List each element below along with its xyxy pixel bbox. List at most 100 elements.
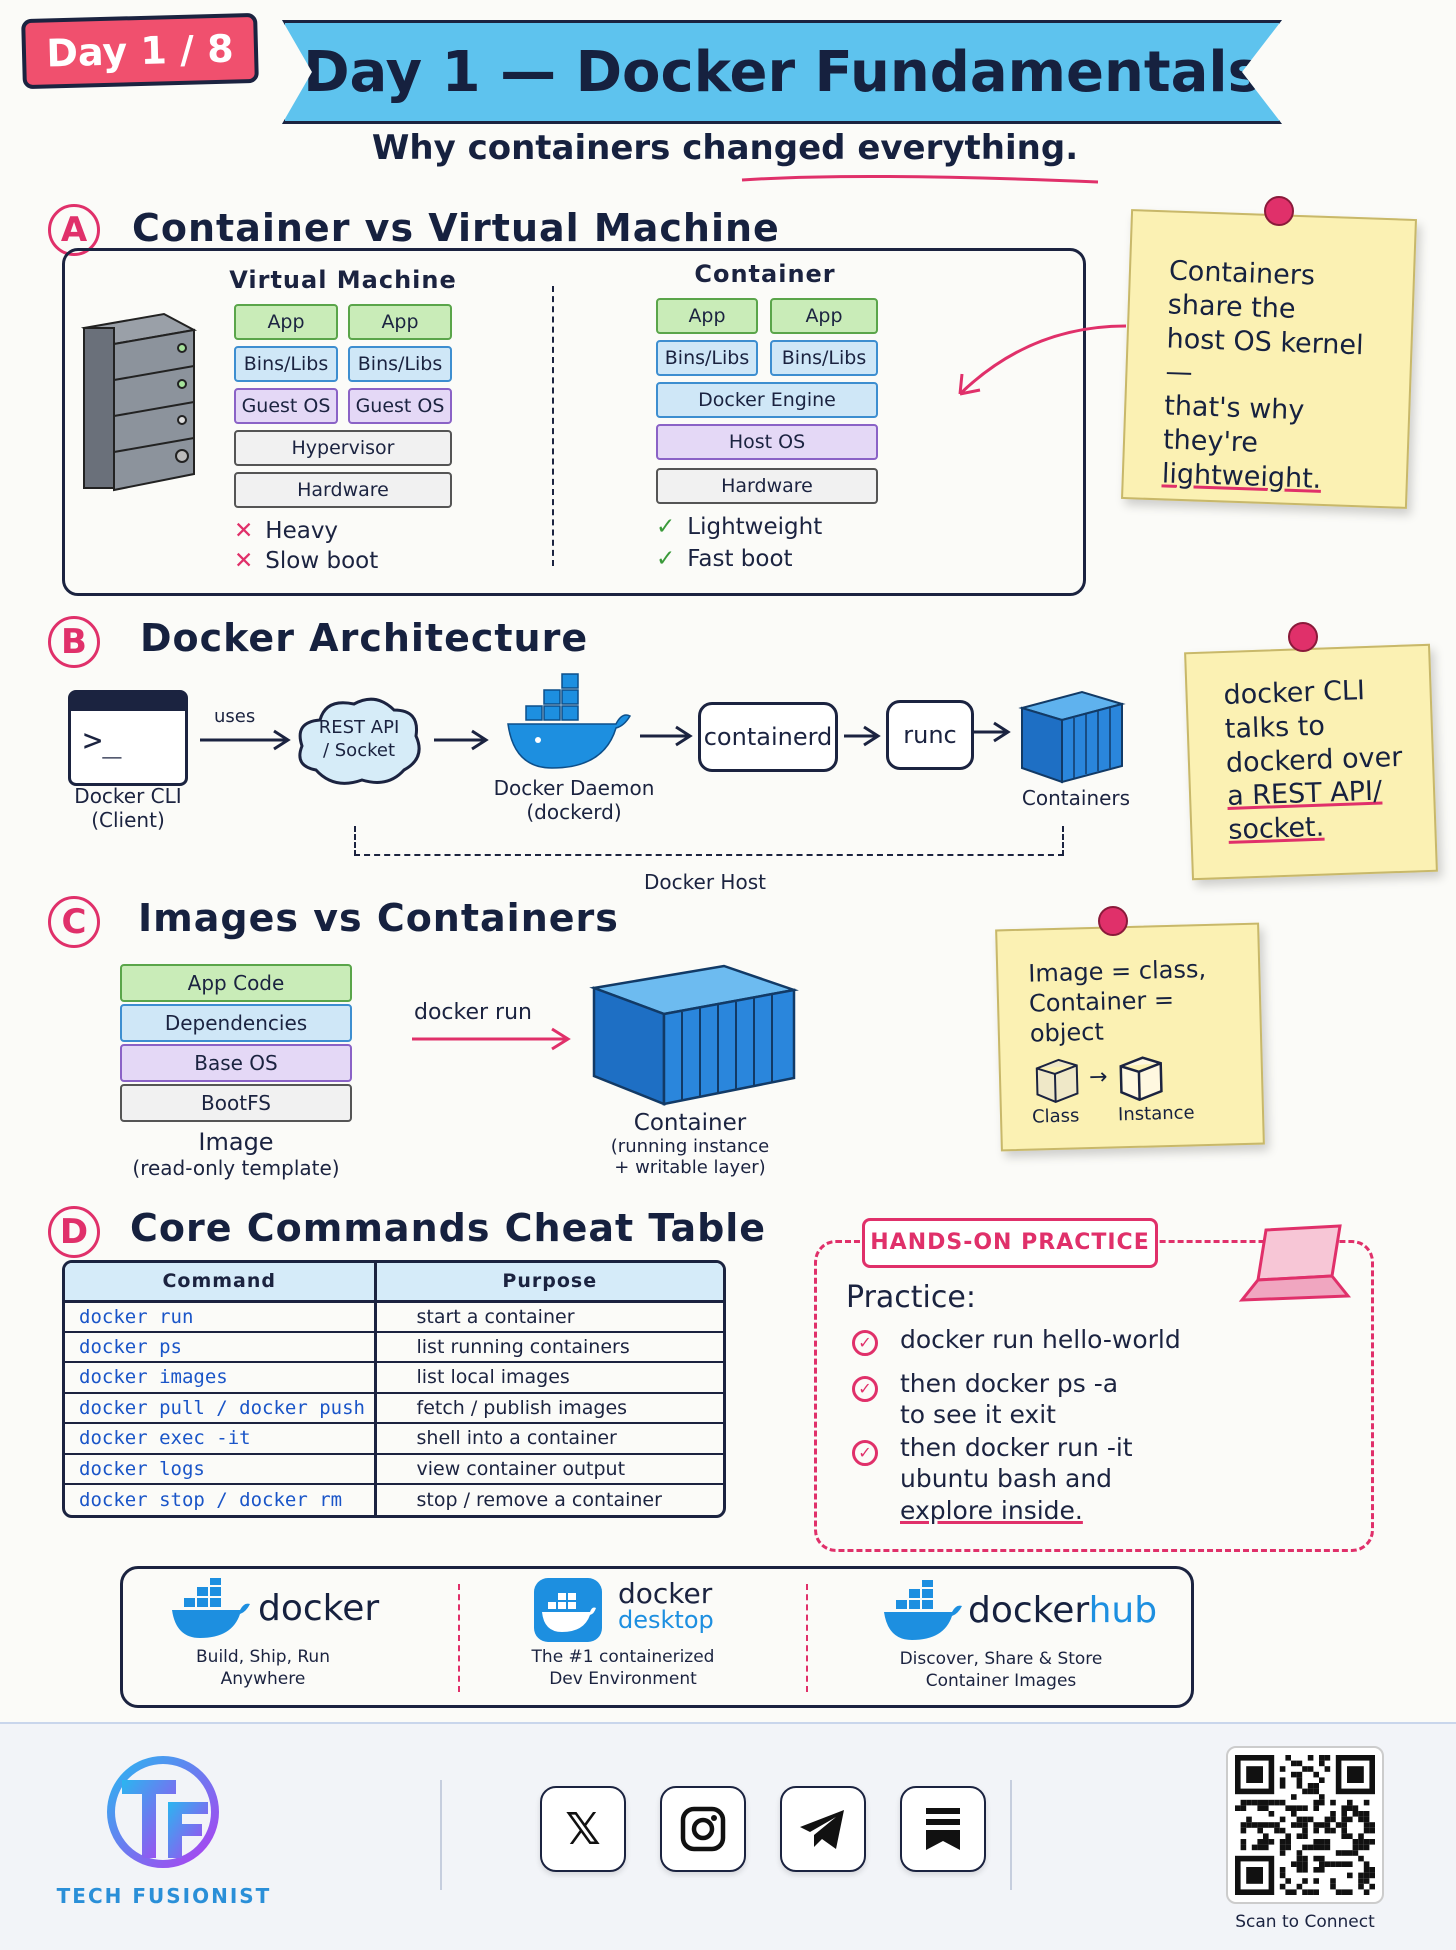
practice-title: Practice: bbox=[846, 1280, 976, 1315]
sticky-note-cli: docker CLI talks to dockerd over a REST … bbox=[1184, 643, 1438, 881]
practice-item: then docker ps -a to see it exit bbox=[900, 1369, 1119, 1430]
section-b-title: Docker Architecture bbox=[140, 616, 589, 660]
x-mark-icon: ✕ bbox=[234, 548, 254, 574]
vm-label: Virtual Machine bbox=[229, 266, 457, 294]
purpose-cell: list running containers bbox=[375, 1331, 723, 1363]
purpose-cell: list local images bbox=[375, 1362, 723, 1394]
vm-guest-os-layer: Guest OS bbox=[234, 388, 338, 424]
daemon-caption: Docker Daemon(dockerd) bbox=[493, 776, 655, 824]
docker-hub-wordmark: dockerhub bbox=[968, 1590, 1158, 1631]
server-icon bbox=[80, 312, 198, 492]
ctr-engine-layer: Docker Engine bbox=[656, 382, 878, 418]
command-cell: docker run bbox=[65, 1301, 377, 1333]
runc-node: runc bbox=[886, 700, 974, 770]
pushpin-icon bbox=[1288, 622, 1318, 652]
page-title: Day 1 — Docker Fundamentals bbox=[282, 20, 1282, 124]
purpose-cell: shell into a container bbox=[375, 1423, 723, 1455]
docker-logo-icon bbox=[172, 1578, 250, 1638]
section-d-badge: D bbox=[48, 1206, 100, 1258]
vm-vs-container-panel bbox=[62, 248, 1086, 596]
image-layer: Dependencies bbox=[120, 1004, 352, 1042]
arrow-right bbox=[412, 1027, 571, 1051]
practice-item: then docker run -it ubuntu bash and expl… bbox=[900, 1433, 1133, 1525]
section-d-title: Core Commands Cheat Table bbox=[130, 1206, 767, 1250]
subtitle-underline bbox=[741, 174, 1099, 184]
arrow-right bbox=[844, 725, 881, 747]
class-cube-icon bbox=[1035, 1058, 1079, 1104]
day-badge: Day 1 / 8 bbox=[21, 12, 259, 90]
purpose-cell: view container output bbox=[375, 1453, 723, 1485]
x-icon: 𝕏 bbox=[565, 1803, 601, 1855]
section-c-title: Images vs Containers bbox=[138, 896, 619, 940]
containerd-node: containerd bbox=[698, 702, 838, 772]
arrow-icon: → bbox=[1088, 1064, 1108, 1091]
ctr-bins-layer: Bins/Libs bbox=[770, 340, 878, 376]
command-cell: docker stop / docker rm bbox=[65, 1484, 377, 1515]
command-cell: docker images bbox=[65, 1362, 377, 1394]
docker-desktop-wordmark: docker desktop bbox=[618, 1577, 714, 1634]
substack-button[interactable] bbox=[900, 1786, 986, 1872]
ctr-pro-fast: ✓Fast boot bbox=[656, 546, 793, 572]
brand-logo-icon bbox=[107, 1756, 219, 1868]
vm-bins-layer: Bins/Libs bbox=[234, 346, 338, 382]
docker-run-label: docker run bbox=[414, 1000, 532, 1025]
purpose-cell: start a container bbox=[375, 1301, 723, 1333]
docker-products-panel bbox=[120, 1566, 1194, 1708]
divider bbox=[440, 1780, 442, 1890]
command-cell: docker logs bbox=[65, 1453, 377, 1485]
ctr-hardware-layer: Hardware bbox=[656, 468, 878, 504]
telegram-icon bbox=[800, 1810, 844, 1849]
purpose-cell: stop / remove a container bbox=[416, 1488, 662, 1511]
docker-hub-logo-icon bbox=[884, 1580, 962, 1640]
purpose-cell: fetch / publish images bbox=[375, 1392, 723, 1424]
command-cell: docker pull / docker push bbox=[65, 1392, 377, 1424]
curved-arrow bbox=[958, 324, 1127, 396]
ctr-bins-layer: Bins/Libs bbox=[656, 340, 758, 376]
command-cell: docker ps bbox=[65, 1331, 377, 1363]
vm-hardware-layer: Hardware bbox=[234, 472, 452, 508]
instagram-button[interactable] bbox=[660, 1786, 746, 1872]
divider bbox=[806, 1584, 808, 1692]
divider bbox=[458, 1584, 460, 1692]
docker-desktop-logo-icon bbox=[534, 1578, 602, 1642]
divider bbox=[1010, 1780, 1012, 1890]
qr-code-graphic bbox=[1235, 1755, 1375, 1895]
arrow-right bbox=[972, 721, 1011, 743]
arrow-right bbox=[200, 729, 291, 751]
terminal-icon: >_ bbox=[68, 690, 188, 786]
arrow-right bbox=[434, 729, 489, 751]
substack-icon bbox=[926, 1808, 960, 1850]
containers-caption: Containers bbox=[1021, 786, 1131, 810]
rest-api-label: REST API/ Socket bbox=[318, 717, 400, 762]
ctr-app-layer: App bbox=[656, 298, 758, 334]
ctr-hostos-layer: Host OS bbox=[656, 424, 878, 460]
vm-app-layer: App bbox=[348, 304, 452, 340]
check-mark-icon: ✓ bbox=[656, 546, 676, 572]
brand-name: TECH FUSIONIST bbox=[56, 1884, 272, 1908]
x-twitter-button[interactable]: 𝕏 bbox=[540, 1786, 626, 1872]
vm-bins-layer: Bins/Libs bbox=[348, 346, 452, 382]
shipping-container-icon bbox=[589, 964, 799, 1106]
check-circle-icon: ✓ bbox=[852, 1330, 878, 1356]
laptop-icon bbox=[1238, 1224, 1352, 1302]
cli-caption: Docker CLI(Client) bbox=[74, 784, 182, 832]
sticky-note-class: Image = class, Container = object → Clas… bbox=[995, 922, 1265, 1152]
ctr-app-layer: App bbox=[770, 298, 878, 334]
docker-host-bracket bbox=[354, 826, 1064, 856]
vm-hypervisor-layer: Hypervisor bbox=[234, 430, 452, 466]
scan-label: Scan to Connect bbox=[1235, 1912, 1375, 1932]
shipping-container-icon bbox=[1018, 690, 1126, 784]
qr-code[interactable] bbox=[1226, 1746, 1384, 1904]
vm-con-slow: ✕Slow boot bbox=[234, 548, 379, 574]
image-layer: App Code bbox=[120, 964, 352, 1002]
telegram-button[interactable] bbox=[780, 1786, 866, 1872]
